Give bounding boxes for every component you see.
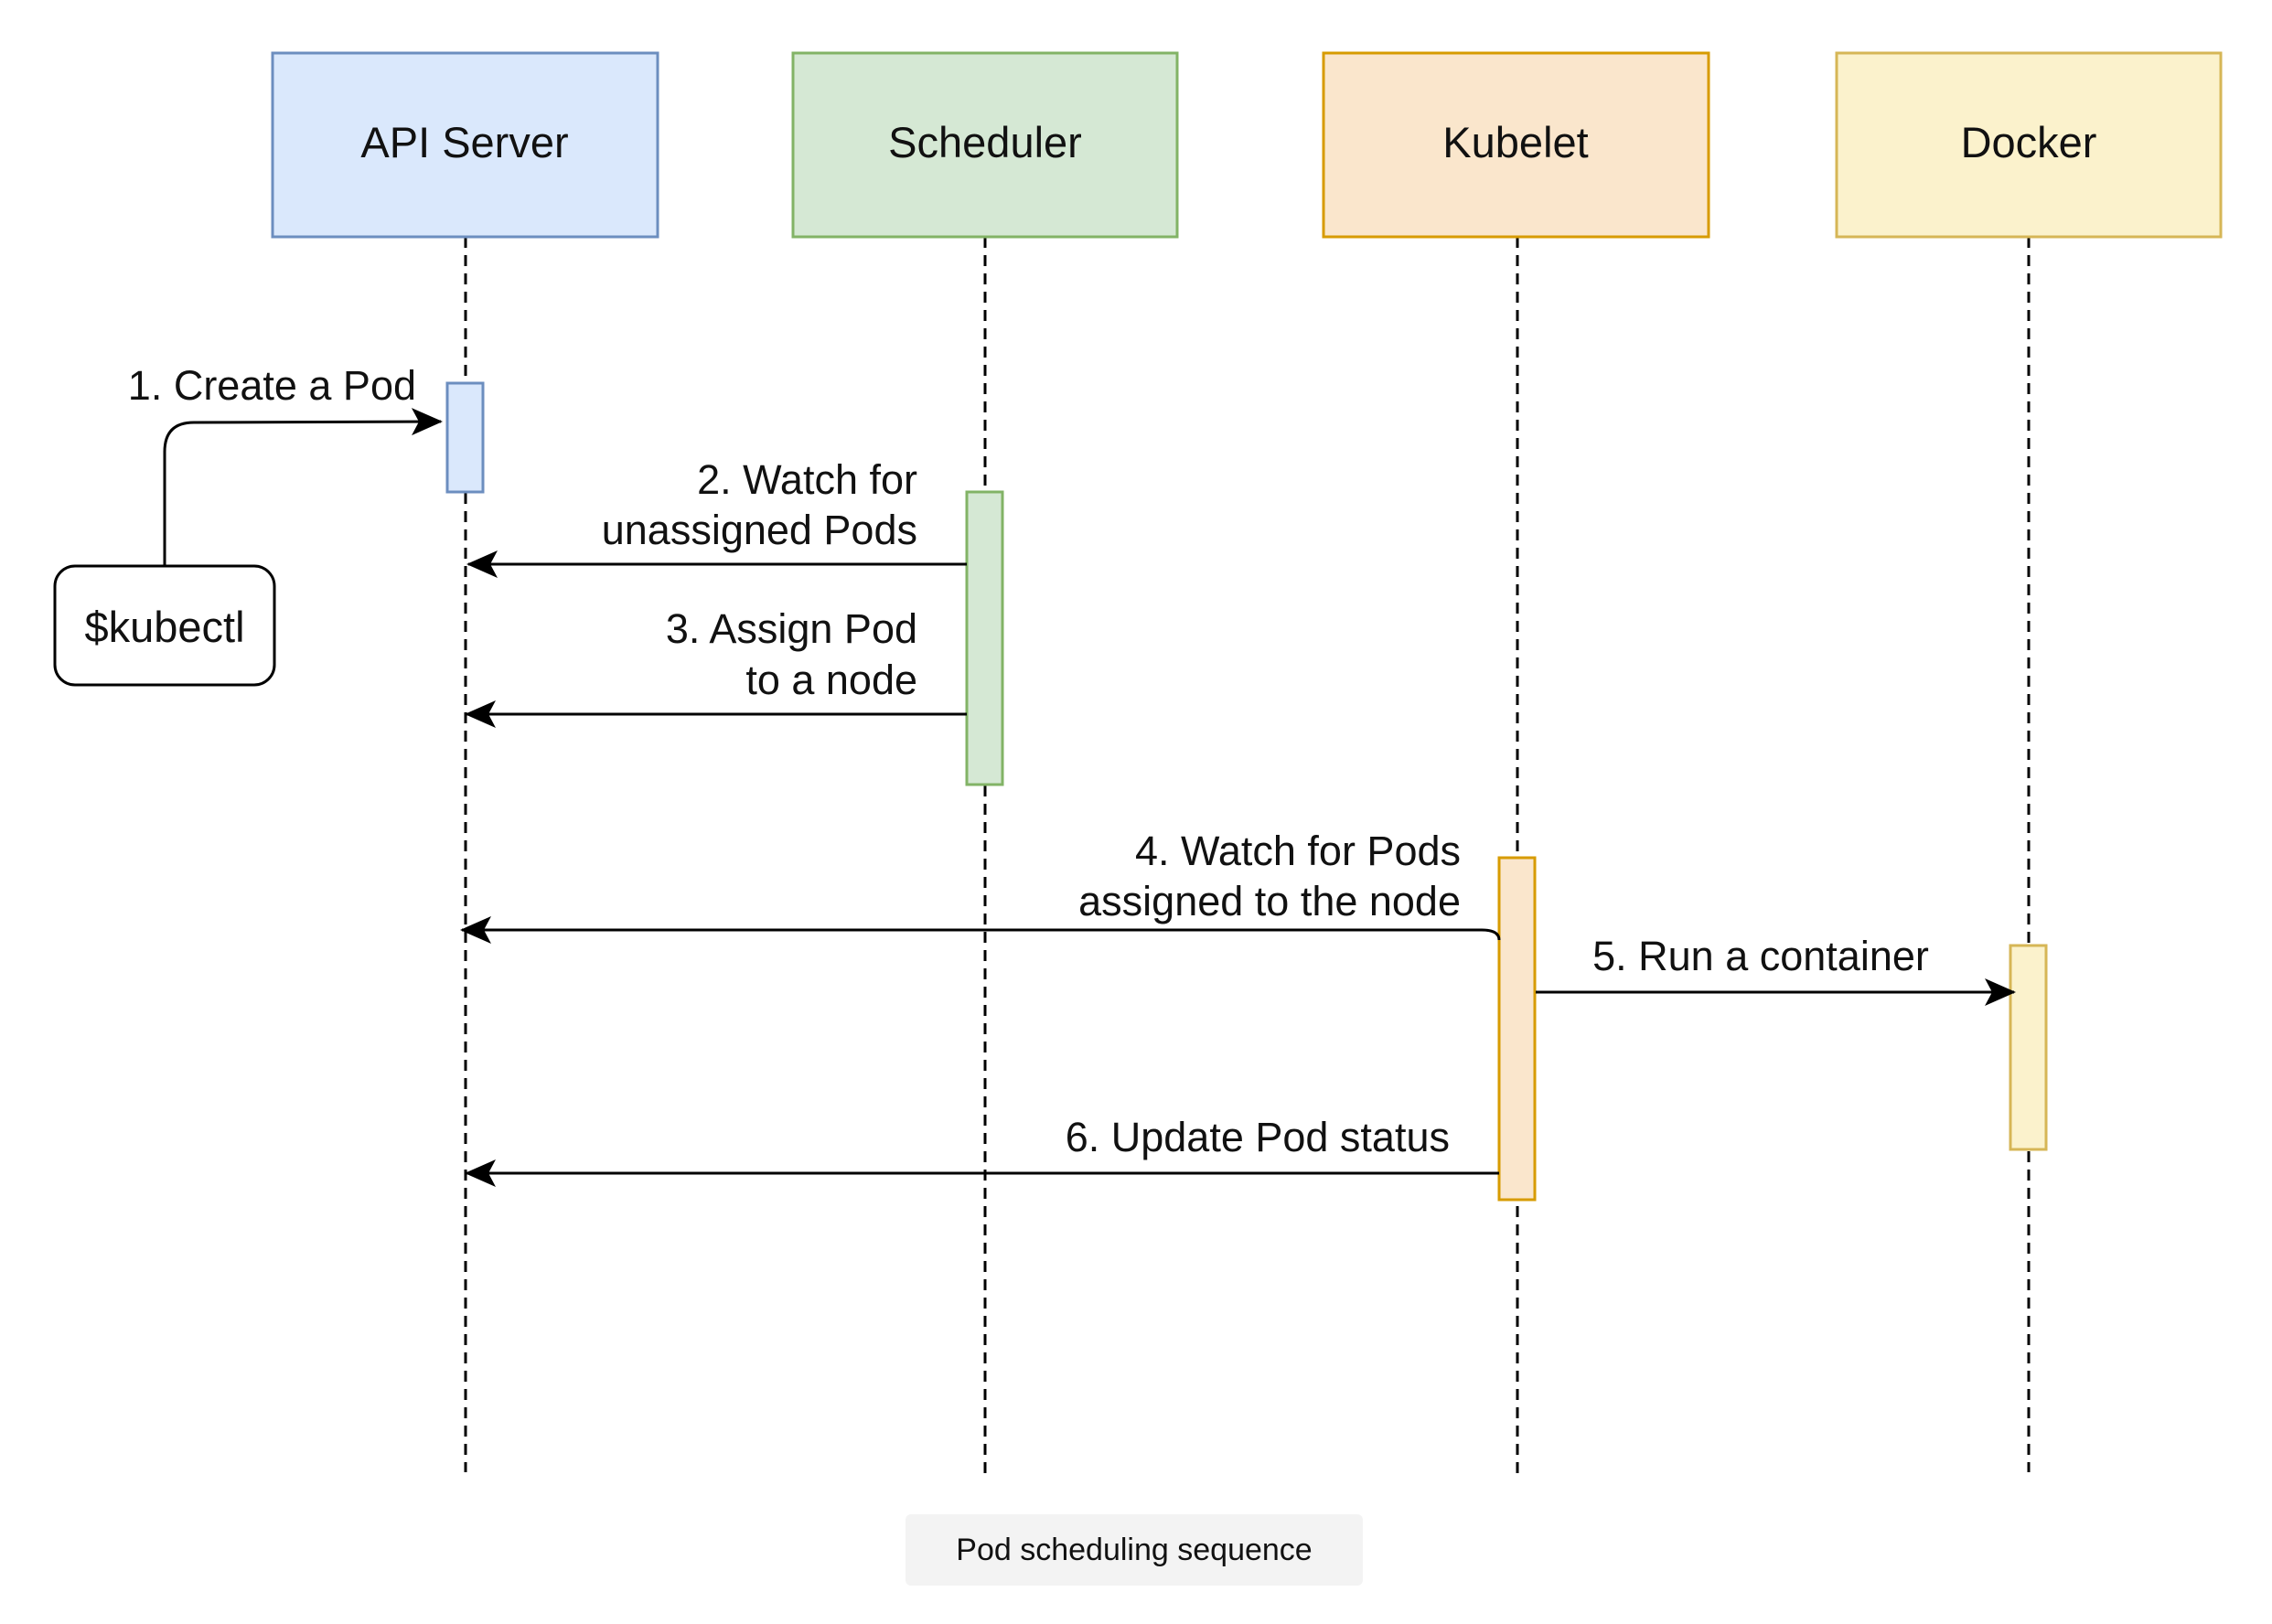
message-2-label-line-1: 2. Watch for — [697, 456, 917, 503]
message-2-label-line-2: unassigned Pods — [602, 507, 917, 553]
message-4-arrow — [460, 916, 1501, 944]
activation-docker — [2009, 944, 2048, 1151]
message-4-label-line-2: assigned to the node — [1078, 878, 1461, 924]
actor-docker-label: Docker — [1961, 118, 2097, 166]
message-3-label-line-2: to a node — [745, 657, 917, 703]
actor-docker: Docker — [1835, 51, 2223, 239]
actor-kubelet: Kubelet — [1322, 51, 1710, 239]
activation-scheduler — [965, 490, 1004, 786]
actor-scheduler: Scheduler — [791, 51, 1179, 239]
kubectl-client: $kubectl — [53, 564, 276, 687]
kubectl-label: $kubectl — [84, 603, 244, 651]
activation-kubelet — [1497, 856, 1537, 1202]
actor-scheduler-label: Scheduler — [888, 118, 1082, 166]
message-3-label-line-1: 3. Assign Pod — [666, 605, 917, 652]
activation-api-server — [445, 381, 485, 494]
message-1-arrow — [163, 408, 443, 566]
message-4-label-line-1: 4. Watch for Pods — [1135, 828, 1461, 874]
message-1-label: 1. Create a Pod — [128, 362, 416, 409]
message-6-label: 6. Update Pod status — [1066, 1114, 1450, 1160]
actor-kubelet-label: Kubelet — [1442, 118, 1588, 166]
actor-api-server-label: API Server — [360, 118, 568, 166]
figure-caption: Pod scheduling sequence — [906, 1514, 1363, 1586]
actor-api-server: API Server — [271, 51, 659, 239]
message-5-label: 5. Run a container — [1592, 933, 1929, 979]
